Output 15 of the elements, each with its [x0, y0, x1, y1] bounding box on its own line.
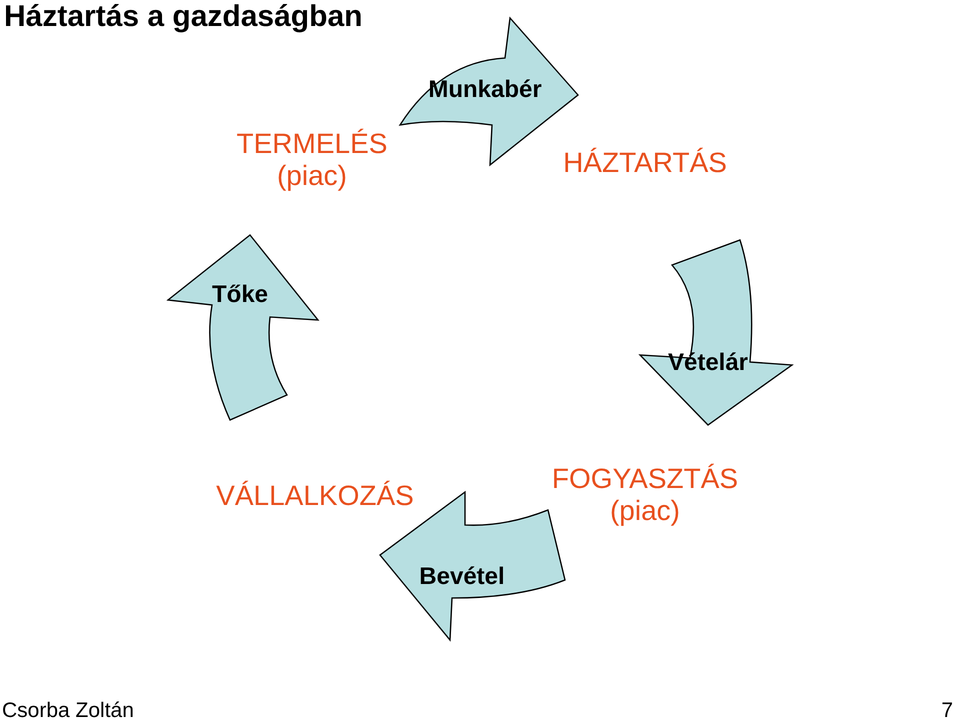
- block-arrow: [167, 234, 319, 421]
- edge-label: Bevétel: [419, 563, 505, 591]
- page-number: 7: [941, 699, 953, 721]
- block-arrow: [639, 239, 793, 426]
- block-arrow: [379, 491, 566, 641]
- edge-label: Tőke: [212, 281, 268, 309]
- edge-label: Vételár: [668, 349, 748, 377]
- block-arrow: [399, 17, 579, 166]
- flow-label: HÁZTARTÁS: [545, 147, 745, 180]
- flow-label: FOGYASZTÁS (piac): [520, 463, 770, 528]
- flow-label: TERMELÉS (piac): [212, 128, 412, 192]
- author-name: Csorba Zoltán: [2, 699, 134, 721]
- title: Háztartás a gazdaságban: [4, 0, 362, 34]
- flow-label: VÁLLALKOZÁS: [190, 480, 440, 512]
- edge-label: Munkabér: [428, 76, 542, 104]
